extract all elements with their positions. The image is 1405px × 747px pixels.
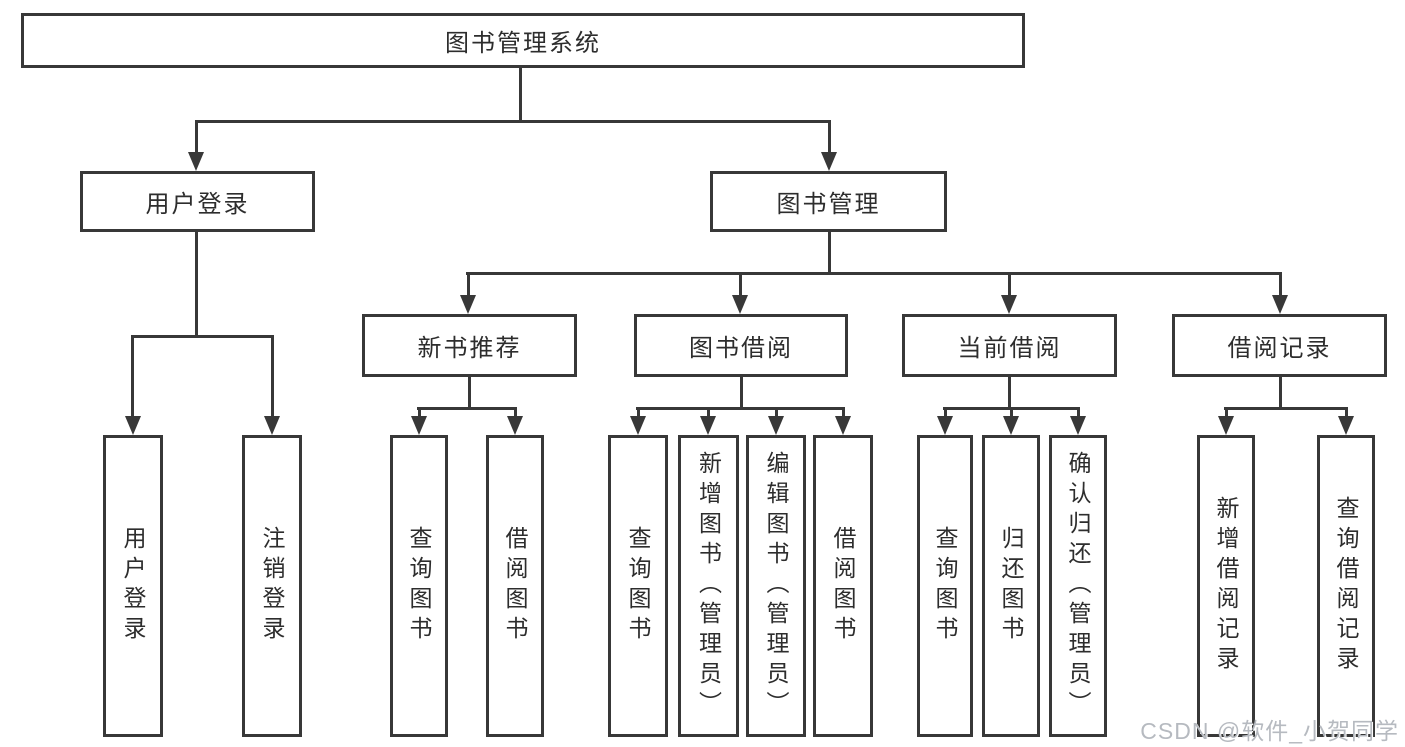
connector-vline bbox=[1008, 377, 1011, 410]
connector-vline bbox=[828, 120, 831, 153]
node-book-borrow: 图书借阅 bbox=[634, 314, 848, 377]
connector-vline bbox=[131, 335, 134, 417]
arrow-down-icon bbox=[1338, 416, 1354, 435]
node-book-management: 图书管理 bbox=[710, 171, 947, 232]
arrow-down-icon bbox=[188, 152, 204, 171]
arrow-down-icon bbox=[411, 416, 427, 435]
node-current-borrow: 当前借阅 bbox=[902, 314, 1117, 377]
connector-hline bbox=[1224, 407, 1348, 410]
leaf-borrow-books: 借阅图书 bbox=[813, 435, 873, 737]
leaf-add-book-admin: 新增图书（管理员） bbox=[678, 435, 739, 737]
watermark: CSDN @软件_小贺同学 bbox=[1140, 718, 1399, 744]
connector-vline bbox=[775, 407, 778, 417]
leaf-query-books-borrow: 查询图书 bbox=[608, 435, 668, 737]
connector-vline bbox=[467, 272, 470, 296]
arrow-down-icon bbox=[125, 416, 141, 435]
arrow-down-icon bbox=[1003, 416, 1019, 435]
node-library-system: 图书管理系统 bbox=[21, 13, 1025, 68]
connector-vline bbox=[1345, 407, 1348, 417]
node-user-login: 用户登录 bbox=[80, 171, 315, 232]
connector-vline bbox=[842, 407, 845, 417]
connector-vline bbox=[707, 407, 710, 417]
connector-vline bbox=[1008, 272, 1011, 296]
connector-vline bbox=[468, 377, 471, 410]
connector-vline bbox=[637, 407, 640, 417]
connector-hline bbox=[195, 120, 831, 123]
connector-vline bbox=[944, 407, 947, 417]
arrow-down-icon bbox=[630, 416, 646, 435]
connector-vline bbox=[1279, 272, 1282, 296]
connector-hline bbox=[131, 335, 274, 338]
arrow-down-icon bbox=[835, 416, 851, 435]
leaf-query-books-recommend: 查询图书 bbox=[390, 435, 448, 737]
arrow-down-icon bbox=[768, 416, 784, 435]
connector-vline bbox=[1225, 407, 1228, 417]
leaf-user-login: 用户登录 bbox=[103, 435, 163, 737]
node-borrow-records: 借阅记录 bbox=[1172, 314, 1387, 377]
connector-hline bbox=[636, 407, 845, 410]
connector-hline bbox=[417, 407, 517, 410]
connector-vline bbox=[514, 407, 517, 417]
arrow-down-icon bbox=[821, 152, 837, 171]
connector-vline bbox=[1077, 407, 1080, 417]
leaf-add-borrow-record: 新增借阅记录 bbox=[1197, 435, 1255, 737]
connector-vline bbox=[519, 68, 522, 122]
connector-vline bbox=[739, 272, 742, 296]
arrow-down-icon bbox=[507, 416, 523, 435]
leaf-query-books-current: 查询图书 bbox=[917, 435, 973, 737]
leaf-edit-book-admin: 编辑图书（管理员） bbox=[746, 435, 806, 737]
arrow-down-icon bbox=[1218, 416, 1234, 435]
leaf-confirm-return-admin: 确认归还（管理员） bbox=[1049, 435, 1107, 737]
arrow-down-icon bbox=[732, 295, 748, 314]
connector-vline bbox=[1010, 407, 1013, 417]
leaf-logout: 注销登录 bbox=[242, 435, 302, 737]
connector-vline bbox=[740, 377, 743, 410]
arrow-down-icon bbox=[1001, 295, 1017, 314]
arrow-down-icon bbox=[1070, 416, 1086, 435]
arrow-down-icon bbox=[937, 416, 953, 435]
leaf-query-borrow-record: 查询借阅记录 bbox=[1317, 435, 1375, 737]
connector-vline bbox=[418, 407, 421, 417]
leaf-return-books: 归还图书 bbox=[982, 435, 1040, 737]
connector-vline bbox=[1279, 377, 1282, 410]
connector-vline bbox=[195, 232, 198, 338]
node-new-book-recommend: 新书推荐 bbox=[362, 314, 577, 377]
connector-vline bbox=[828, 232, 831, 275]
leaf-borrow-books-recommend: 借阅图书 bbox=[486, 435, 544, 737]
arrow-down-icon bbox=[1272, 295, 1288, 314]
connector-hline bbox=[466, 272, 1282, 275]
arrow-down-icon bbox=[264, 416, 280, 435]
arrow-down-icon bbox=[700, 416, 716, 435]
connector-vline bbox=[195, 120, 198, 153]
arrow-down-icon bbox=[460, 295, 476, 314]
connector-vline bbox=[271, 335, 274, 417]
